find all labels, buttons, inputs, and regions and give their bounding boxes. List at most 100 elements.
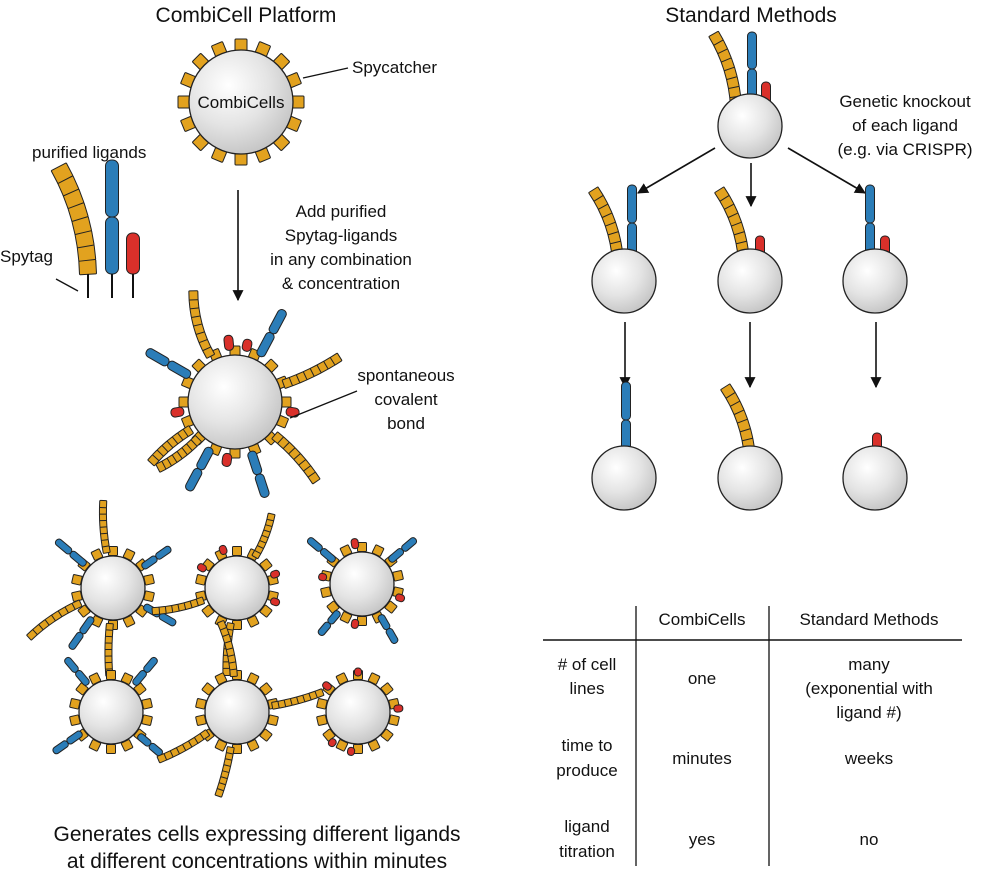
orange-ligand-segment <box>151 606 161 616</box>
orange-ligand-segment <box>720 383 736 399</box>
blue-ligand-domain <box>627 184 637 224</box>
orange-ligand-segment <box>266 512 276 522</box>
red-ligand-domain <box>395 593 406 603</box>
single-knockout-row <box>588 184 908 314</box>
cell-body <box>80 555 146 621</box>
combicell-cell <box>188 49 294 155</box>
knockout-line-3: (e.g. via CRISPR) <box>837 140 972 159</box>
spycatcher-block <box>232 546 242 556</box>
spycatcher-block <box>234 38 248 52</box>
bond-leader <box>289 390 358 419</box>
step-line-4: & concentration <box>282 274 400 293</box>
table-header-combicells: CombiCells <box>659 610 746 629</box>
standard-cell <box>708 30 783 159</box>
right-title: Standard Methods <box>665 4 837 27</box>
red-ligand-domain <box>318 572 328 582</box>
combicell-label: CombiCells <box>198 93 285 112</box>
blue-ligand-domain <box>185 467 203 492</box>
purified-ligands <box>50 159 140 298</box>
blue-ligand-domain <box>79 616 95 635</box>
orange-ligand-segment <box>78 258 97 276</box>
standard-cell <box>842 432 908 511</box>
combicell-variant <box>316 667 404 756</box>
red-ligand-domain <box>350 618 360 629</box>
blue-ligand-domain <box>105 159 119 218</box>
row3-label-b: titration <box>559 842 615 861</box>
cell-body <box>717 93 783 159</box>
blue-ligand-domain <box>401 537 418 552</box>
orange-ligand-segment <box>714 186 730 202</box>
blue-ligand-domain <box>317 621 332 637</box>
step-line-2: Spytag-ligands <box>285 226 397 245</box>
knockout-line-2: of each ligand <box>852 116 958 135</box>
bond-line-1: spontaneous <box>357 366 454 385</box>
red-ligand-domain <box>350 538 360 550</box>
row1-combi: one <box>688 669 716 688</box>
standard-parent-cell <box>708 30 783 159</box>
blue-ligand-domain <box>247 450 263 476</box>
red-ligand-domain <box>170 406 185 418</box>
blue-ligand-domain <box>621 381 631 421</box>
blue-ligand-domain <box>64 656 79 673</box>
comparison-table: CombiCells Standard Methods # of cell li… <box>543 606 962 866</box>
step-line-1: Add purified <box>296 202 387 221</box>
spytag-label: Spytag <box>0 247 53 266</box>
orange-ligand-segment <box>314 688 325 699</box>
red-ligand-domain <box>221 452 233 467</box>
double-knockout-row <box>591 381 908 511</box>
cell-body <box>204 555 270 621</box>
orange-ligand-segment <box>99 499 108 509</box>
cell-body <box>204 679 270 745</box>
blue-ligand-domain <box>68 631 84 650</box>
spycatcher-leader <box>302 67 349 79</box>
cell-body <box>842 445 908 511</box>
bond-line-3: bond <box>387 414 425 433</box>
spycatcher-block <box>106 670 116 680</box>
blue-ligand-domain <box>155 545 172 560</box>
spycatcher-block <box>291 95 305 109</box>
bond-line-2: covalent <box>374 390 438 409</box>
cell-body <box>842 248 908 314</box>
decorated-cell <box>145 290 343 498</box>
row2-label-b: produce <box>556 761 617 780</box>
row3-combi: yes <box>689 830 715 849</box>
blue-ligand-domain <box>158 612 177 627</box>
row1-label-a: # of cell <box>558 655 617 674</box>
red-ligand-domain <box>223 334 235 351</box>
blue-ligand-domain <box>196 446 214 471</box>
orange-ligand-segment <box>217 620 227 631</box>
red-ligand-domain <box>285 406 300 418</box>
row1-standard-c: ligand #) <box>836 703 901 722</box>
row2-label-a: time to <box>561 736 612 755</box>
row1-standard-b: (exponential with <box>805 679 933 698</box>
red-ligand-domain <box>270 569 281 579</box>
red-ligand-domain <box>241 338 253 352</box>
branch-arrow-left <box>637 147 716 194</box>
red-ligand-domain <box>126 232 140 275</box>
red-ligand-domain <box>393 704 404 713</box>
combicell-variant <box>156 620 325 798</box>
row1-standard-a: many <box>848 655 890 674</box>
standard-cell <box>588 184 657 314</box>
combicell-variant <box>26 499 177 677</box>
red-ligand-domain <box>196 563 207 573</box>
combicell-variants-grid <box>26 499 418 798</box>
orange-ligand-segment <box>214 788 225 798</box>
orange-ligand-segment <box>329 352 343 366</box>
row3-standard: no <box>860 830 879 849</box>
orange-ligand-segment <box>156 753 167 764</box>
row3-label-a: ligand <box>564 817 609 836</box>
red-ligand-domain <box>346 746 356 756</box>
standard-cell <box>717 383 783 511</box>
cell-body <box>329 551 395 617</box>
standard-cell <box>591 381 657 511</box>
table-header-standard: Standard Methods <box>800 610 939 629</box>
spytag-leader <box>55 278 79 292</box>
cell-body <box>78 679 144 745</box>
combicell-variant <box>151 512 281 677</box>
step-line-3: in any combination <box>270 250 412 269</box>
red-ligand-domain <box>322 681 332 691</box>
standard-cell <box>842 184 908 314</box>
